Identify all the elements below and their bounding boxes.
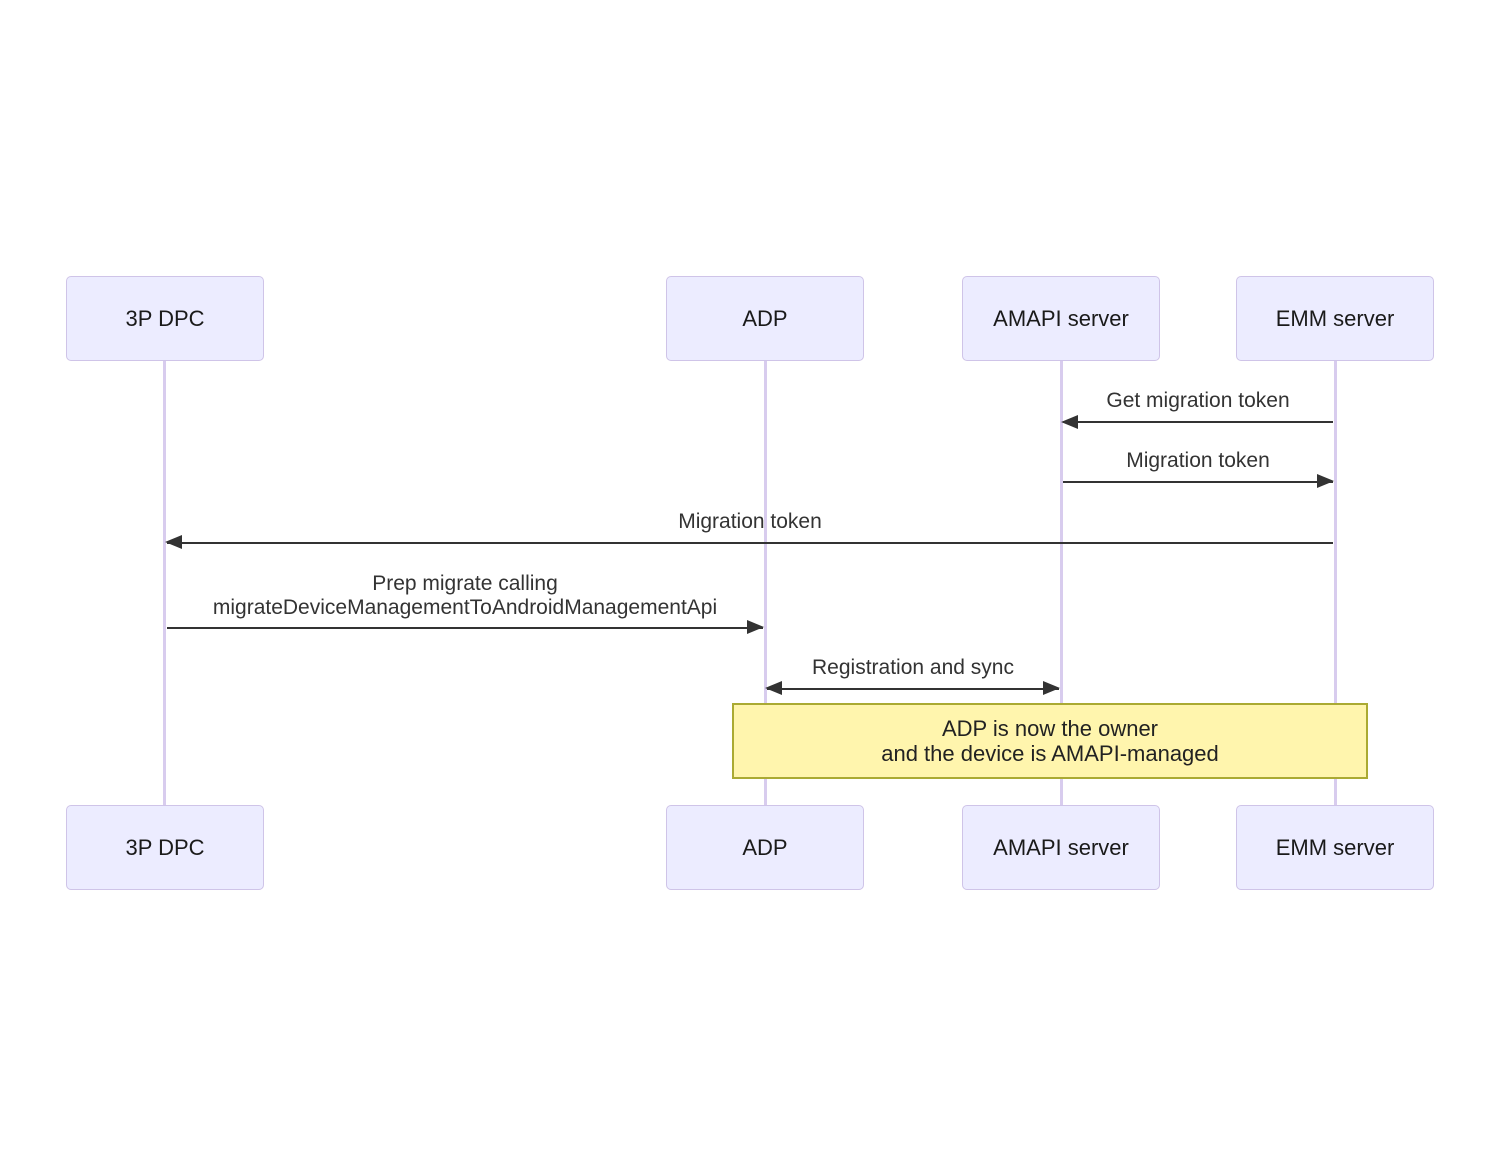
note-line1: ADP is now the owner [941,716,1159,741]
actor-label: ADP [742,305,788,331]
message-label-get-migration-token: Get migration token [1106,389,1290,412]
actor-top-emm-server: EMM server [1236,276,1434,361]
message-label-line1: Prep migrate calling [372,572,558,595]
actor-label: AMAPI server [993,305,1129,331]
actor-top-amapi-server: AMAPI server [962,276,1160,361]
lifeline-amapi-server [1060,361,1063,805]
message-line [167,542,1333,544]
lifeline-adp [764,361,767,805]
message-label-line2: migrateDeviceManagementToAndroidManageme… [212,596,718,619]
message-label-migration-token-long: Migration token [678,510,822,533]
actor-label: EMM server [1275,834,1395,860]
actor-label: 3P DPC [125,305,205,331]
actor-top-adp: ADP [666,276,864,361]
actor-label: EMM server [1275,305,1395,331]
message-label-migration-token: Migration token [1126,449,1270,472]
actor-bottom-adp: ADP [666,805,864,890]
actor-bottom-3p-dpc: 3P DPC [66,805,264,890]
message-label-prep-migrate: Prep migrate calling migrateDeviceManage… [165,572,765,620]
actor-label: 3P DPC [125,834,205,860]
lifeline-emm-server [1334,361,1337,805]
actor-bottom-emm-server: EMM server [1236,805,1434,890]
message-line [167,627,763,629]
actor-top-3p-dpc: 3P DPC [66,276,264,361]
arrowhead-left-icon [765,681,782,695]
message-label-registration-and-sync: Registration and sync [812,656,1014,679]
arrowhead-right-icon [1043,681,1060,695]
arrowhead-left-icon [165,535,182,549]
message-line [767,688,1059,690]
lifeline-3p-dpc [163,361,166,805]
arrowhead-left-icon [1061,415,1078,429]
message-line [1063,421,1333,423]
actor-label: ADP [742,834,788,860]
arrowhead-right-icon [747,620,764,634]
message-line [1063,481,1333,483]
note-adp-owner: ADP is now the owner and the device is A… [732,703,1368,779]
arrowhead-right-icon [1317,474,1334,488]
actor-bottom-amapi-server: AMAPI server [962,805,1160,890]
note-line2: and the device is AMAPI-managed [881,741,1219,766]
actor-label: AMAPI server [993,834,1129,860]
